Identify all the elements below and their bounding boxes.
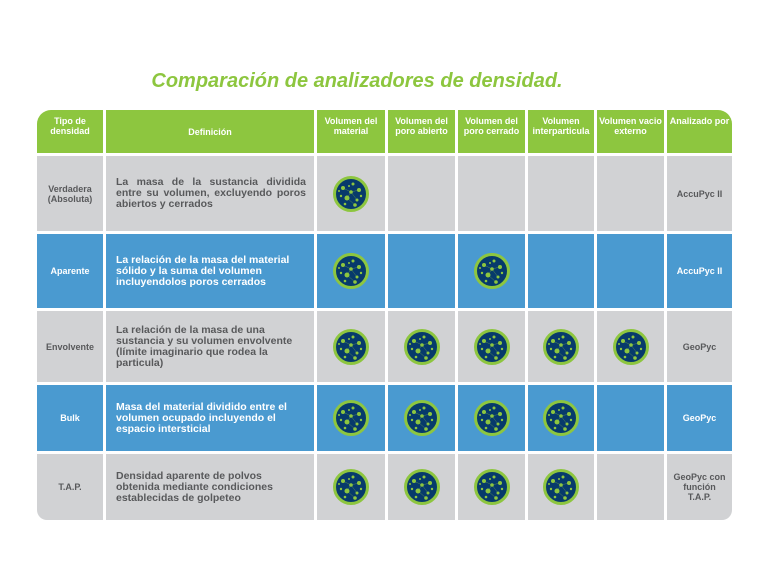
definition: Masa del material dividido entre el volu…	[106, 385, 314, 451]
definition: La masa de la sustancia dividida entre s…	[106, 156, 314, 231]
header-interparticle-volume: Volumen interparticula	[528, 110, 594, 153]
particle-icon	[612, 328, 649, 365]
density-type: Envolvente	[37, 311, 103, 382]
particle-icon	[403, 328, 440, 365]
volume-cell	[528, 156, 594, 231]
particle-icon	[543, 328, 579, 365]
volume-cell	[458, 385, 525, 451]
volume-cell	[388, 156, 455, 231]
volume-cell	[528, 454, 594, 520]
definition-text: La relación de la masa de una sustancia …	[116, 323, 293, 369]
particle-icon	[333, 400, 369, 436]
volume-cell	[388, 311, 455, 382]
particle-icon	[333, 328, 369, 365]
definition: La relación de la masa del material sóli…	[106, 234, 314, 308]
volume-cell	[597, 156, 664, 231]
particle-icon	[403, 400, 440, 436]
volume-cell	[597, 234, 664, 308]
density-type: T.A.P.	[37, 454, 103, 520]
particle-icon	[543, 469, 579, 505]
definition-text: La masa de la sustancia dividida entre s…	[116, 176, 306, 210]
volume-cell	[597, 311, 664, 382]
density-type: Verdadera (Absoluta)	[37, 156, 103, 231]
header-open-pore-volume: Volumen del poro abierto	[388, 110, 455, 153]
volume-cell	[317, 156, 385, 231]
analyzer: GeoPyc con función T.A.P.	[667, 454, 732, 520]
particle-icon	[333, 253, 369, 289]
particle-icon	[473, 328, 510, 365]
definition-text: Densidad aparente de polvos obtenida med…	[116, 469, 273, 504]
volume-cell	[597, 454, 664, 520]
header-definition: Definición	[106, 110, 314, 153]
analyzer: AccuPyc II	[667, 234, 732, 308]
volume-cell	[458, 311, 525, 382]
volume-cell	[388, 234, 455, 308]
page-title: Comparación de analizadores de densidad.	[151, 70, 563, 92]
particle-icon	[473, 400, 510, 436]
header-material-volume: Volumen del material	[317, 110, 385, 153]
particle-icon	[473, 469, 510, 505]
particle-icon	[543, 400, 579, 436]
volume-cell	[597, 385, 664, 451]
analyzer: GeoPyc	[667, 385, 732, 451]
analyzer: GeoPyc	[667, 311, 732, 382]
volume-cell	[317, 385, 385, 451]
definition: La relación de la masa de una sustancia …	[106, 311, 314, 382]
volume-cell	[388, 385, 455, 451]
header-type: Tipo de densidad	[37, 110, 103, 153]
definition-text: Masa del material dividido entre el volu…	[116, 400, 287, 435]
header-analyzer: Analizado por	[667, 110, 732, 153]
volume-cell	[458, 156, 525, 231]
header-closed-pore-volume: Volumen del poro cerrado	[458, 110, 525, 153]
particle-icon	[403, 469, 440, 505]
volume-cell	[317, 311, 385, 382]
volume-cell	[528, 234, 594, 308]
definition: Densidad aparente de polvos obtenida med…	[106, 454, 314, 520]
particle-icon	[333, 469, 369, 505]
density-type: Bulk	[37, 385, 103, 451]
particle-icon	[333, 175, 369, 212]
header-external-void-volume: Volumen vacio externo	[597, 110, 664, 153]
analyzer: AccuPyc II	[667, 156, 732, 231]
density-type: Aparente	[37, 234, 103, 308]
volume-cell	[528, 385, 594, 451]
particle-icon	[473, 253, 510, 289]
definition-text: La relación de la masa del material sóli…	[116, 253, 290, 288]
volume-cell	[317, 234, 385, 308]
volume-cell	[317, 454, 385, 520]
volume-cell	[458, 454, 525, 520]
volume-cell	[528, 311, 594, 382]
volume-cell	[388, 454, 455, 520]
volume-cell	[458, 234, 525, 308]
